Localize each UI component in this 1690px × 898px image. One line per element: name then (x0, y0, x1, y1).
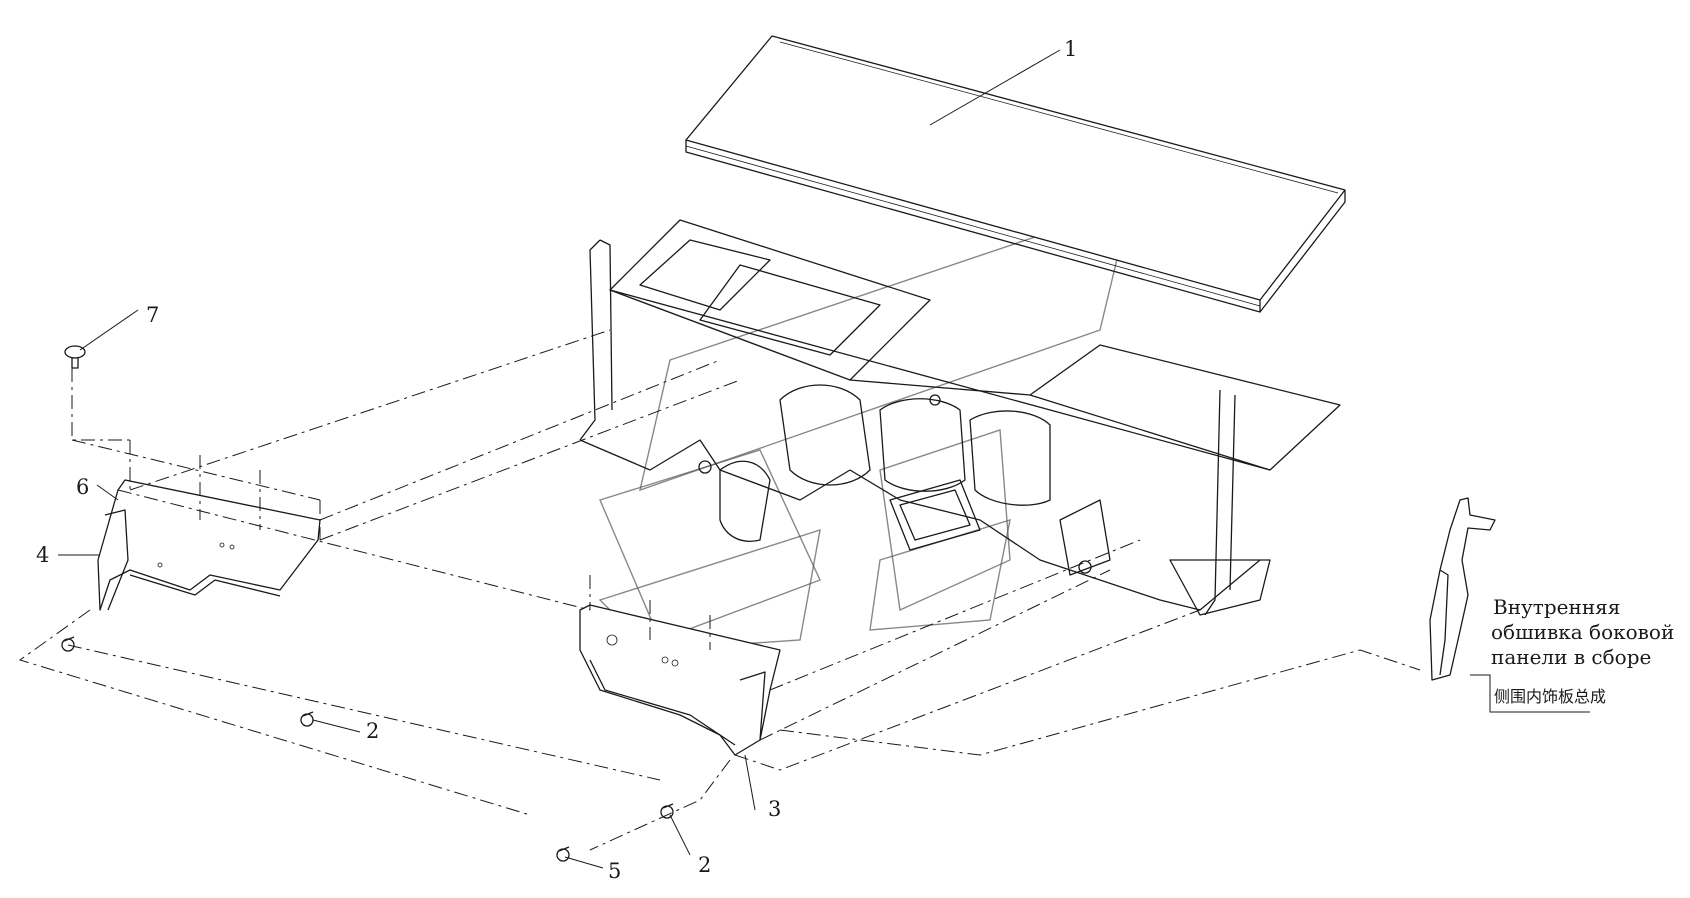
part-7-push-clip (64, 345, 86, 369)
callout-3: 3 (768, 797, 781, 821)
part-3-center-trim-panel (579, 604, 781, 756)
side-panel-label-chinese: 侧围内饰板总成 (1494, 687, 1606, 706)
callout-2-left: 2 (366, 719, 379, 743)
side-panel-label: Внутренняя обшивка боковой панели в сбор… (1491, 595, 1674, 706)
part-2-screw-right (660, 803, 674, 819)
side-panel-label-line1: Внутренняя (1493, 595, 1620, 619)
assembly-lines (18, 329, 1421, 851)
side-panel-label-line3: панели в сборе (1491, 645, 1651, 669)
callout-2-right: 2 (698, 853, 711, 877)
callout-7: 7 (146, 303, 159, 327)
callout-5: 5 (608, 859, 621, 883)
side-panel-label-line2: обшивка боковой (1491, 620, 1674, 644)
callout-4: 4 (36, 543, 49, 567)
part-screw-lower-left (61, 636, 75, 652)
part-1-roof-board (685, 35, 1346, 313)
part-frame-assembly (579, 219, 1341, 616)
callout-1: 1 (1064, 37, 1077, 61)
part-2-screw-left (300, 711, 314, 727)
part-5-screw (556, 846, 570, 862)
leader-lines (58, 49, 1590, 869)
part-side-panel-assembly (1429, 497, 1496, 681)
part-4-left-trim-panel (97, 479, 321, 611)
callout-6: 6 (76, 475, 89, 499)
